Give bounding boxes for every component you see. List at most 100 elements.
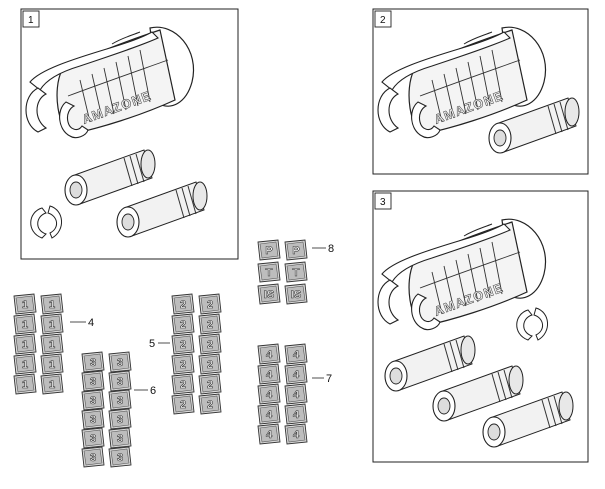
key-cap: 2 (198, 393, 222, 415)
key-cap: 1 (40, 373, 64, 395)
key-cap: 3 (81, 389, 105, 411)
key-cap: 3 (108, 427, 132, 449)
key-cap: 4 (284, 403, 308, 425)
key-cap: 2 (171, 313, 195, 335)
callout-7: 7 (326, 373, 332, 385)
key-cap: 4 (284, 363, 308, 385)
key-cap: 4 (284, 383, 308, 405)
key-cap: 4 (257, 383, 281, 405)
key-cap: 2 (171, 373, 195, 395)
callout-6: 6 (150, 385, 156, 397)
key-cap: 3 (108, 389, 132, 411)
key-cap-symbol: 2 (180, 379, 186, 391)
key-cap-symbol: IS (291, 289, 301, 301)
key-cap-symbol: 1 (22, 319, 28, 331)
key-cap-symbol: 4 (266, 349, 273, 361)
key-cap-symbol: 1 (49, 299, 55, 311)
key-cap-symbol: 2 (207, 359, 213, 371)
key-cap: 2 (198, 313, 222, 335)
key-cap: 2 (198, 353, 222, 375)
key-cap: 3 (81, 408, 105, 430)
key-cap-symbol: 2 (207, 299, 213, 311)
key-cap-symbol: 2 (180, 399, 186, 411)
key-cap: 2 (198, 293, 222, 315)
key-cap: 4 (257, 423, 281, 445)
key-cap: 3 (81, 370, 105, 392)
key-cap: 3 (108, 408, 132, 430)
key-cap: 3 (81, 446, 105, 468)
key-cap: 1 (13, 373, 37, 395)
key-cap-symbol: 1 (49, 359, 55, 371)
key-cap-symbol: 4 (293, 369, 300, 381)
panel-2-label: 2 (380, 15, 386, 26)
key-cap-symbol: 4 (293, 389, 300, 401)
callout-8: 8 (328, 243, 334, 255)
key-cap-symbol: 4 (266, 369, 273, 381)
panel-3: 3 (372, 190, 589, 463)
key-cap-symbol: 2 (207, 319, 213, 331)
key-cap-symbol: 3 (117, 357, 123, 369)
key-cap-symbol: T (266, 267, 273, 279)
key-cap-symbol: 4 (266, 429, 273, 441)
key-cap: T (257, 261, 281, 283)
key-cap: 3 (108, 446, 132, 468)
key-cap: 3 (81, 427, 105, 449)
callout-5: 5 (149, 338, 155, 350)
key-cap-symbol: T (293, 267, 300, 279)
key-cap-symbol: 4 (293, 349, 300, 361)
key-cap: 2 (198, 373, 222, 395)
key-cap-symbol: 4 (266, 389, 273, 401)
key-cap: 4 (257, 343, 281, 365)
key-cap: 2 (171, 333, 195, 355)
key-cap: 1 (40, 353, 64, 375)
key-cap: 3 (108, 351, 132, 373)
key-cap-symbol: 1 (22, 379, 28, 391)
key-cap: 1 (40, 333, 64, 355)
key-cap-symbol: 1 (22, 359, 28, 371)
panel-1: 1 (20, 8, 239, 260)
key-cap-symbol: 3 (90, 414, 96, 426)
key-cap: 1 (13, 293, 37, 315)
key-cap-symbol: 2 (207, 339, 213, 351)
key-cap-symbol: IS (264, 289, 274, 301)
key-cap: 3 (81, 351, 105, 373)
key-cap: 4 (257, 363, 281, 385)
key-cap: 2 (171, 353, 195, 375)
key-cap-symbol: 3 (90, 433, 96, 445)
key-cap: 1 (40, 313, 64, 335)
key-cap-symbol: 2 (207, 379, 213, 391)
key-cap-symbol: 4 (293, 429, 300, 441)
key-cap-symbol: 3 (90, 376, 96, 388)
key-cap-symbol: 1 (49, 379, 55, 391)
key-cap-symbol: 2 (180, 299, 186, 311)
key-cap-symbol: P (265, 245, 272, 257)
key-cap: 4 (284, 423, 308, 445)
key-cap-symbol: 1 (22, 339, 28, 351)
key-cap: 2 (171, 293, 195, 315)
key-cap-symbol: 1 (49, 339, 55, 351)
key-cap-symbol: 4 (266, 409, 273, 421)
key-cap-symbol: 3 (90, 452, 96, 464)
key-cap-symbol: 2 (207, 399, 213, 411)
key-cap-symbol: 1 (49, 319, 55, 331)
key-cap-symbol: 2 (180, 319, 186, 331)
key-cap-symbol: 2 (180, 339, 186, 351)
key-cap: 1 (40, 293, 64, 315)
key-cap-symbol: 3 (90, 357, 96, 369)
key-cap-symbol: P (292, 245, 299, 257)
panel-1-label: 1 (28, 15, 34, 26)
key-cap: 4 (257, 403, 281, 425)
panel-2: 2 (372, 8, 589, 175)
key-cap: 4 (284, 343, 308, 365)
key-cap: P (257, 239, 281, 261)
key-cap-symbol: 3 (90, 395, 96, 407)
callout-4: 4 (88, 317, 94, 329)
key-cap: 2 (198, 333, 222, 355)
key-cap: 1 (13, 353, 37, 375)
key-cap-symbol: 3 (117, 376, 123, 388)
